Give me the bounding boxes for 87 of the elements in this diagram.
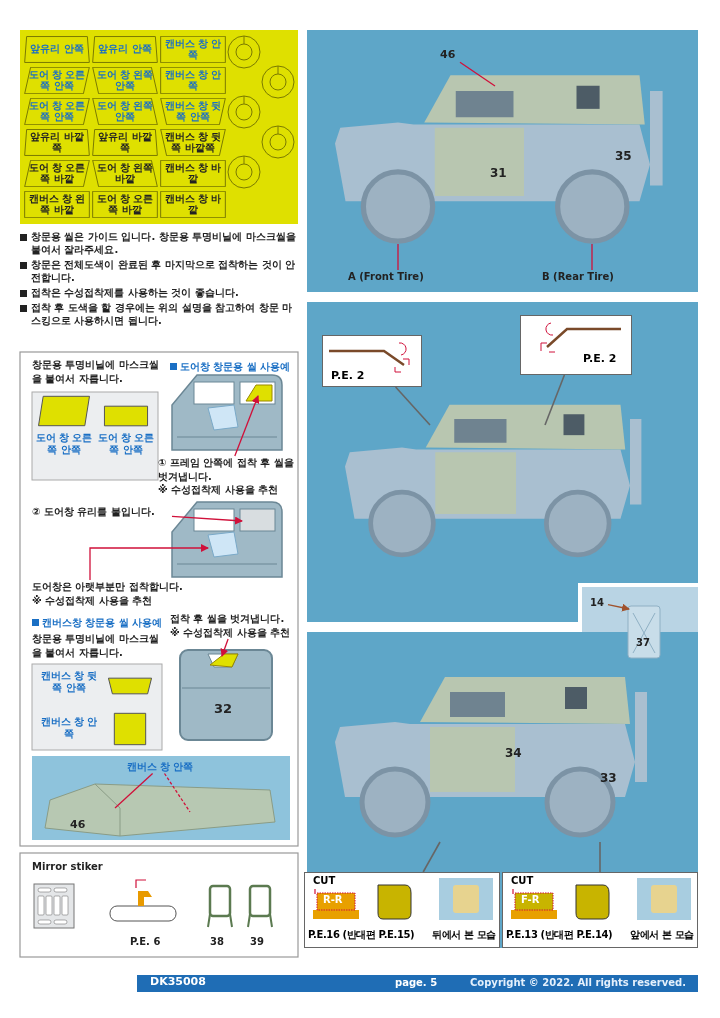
canvas-panel-drawing [179, 649, 273, 741]
mask-shape: 캔버스 창 안쪽 [160, 67, 226, 94]
part-number: P.E. 6 [130, 935, 162, 949]
mask-shape: 앞유리 바깥쪽 [24, 129, 90, 156]
canvas-top-photo-drawing [44, 783, 276, 837]
leader-line [591, 243, 593, 271]
callout-number: 37 [636, 636, 651, 650]
arrow [89, 544, 209, 581]
note-text: 창문은 전체도색이 완료된 후 마지막으로 접착하는 것이 안전합니다. [31, 258, 297, 284]
part-label: A (Front Tire) [348, 270, 448, 284]
instruction-text: 접착 후 씰을 벗겨냅니다. ※ 수성접착제 사용을 추천 [170, 612, 296, 639]
mask-shape: 캔버스 창 바깥 [160, 160, 226, 187]
door-frame-drawing [171, 501, 283, 578]
callout-number: 32 [214, 700, 234, 718]
instruction-text: ② 도어창 유리를 붙입니다. [32, 505, 172, 519]
mask-shape: 캔버스 창 안쪽 [160, 36, 226, 63]
instruction-text: 캔버스 창 안쪽 [120, 760, 200, 774]
instruction-text: 도어창은 아랫부분만 접착합니다. ※ 수성접착제 사용을 추천 [32, 580, 192, 607]
jerry-can-drawing [627, 605, 661, 659]
mask-piece: 캔버스 창 안쪽 [36, 710, 158, 748]
mask-shape: 도어 창 왼쪽 바깥 [92, 160, 158, 187]
note-text: 접착 후 도색을 할 경우에는 위의 설명을 참고하여 창문 마스킹으로 사용하시면 됩니다. [31, 301, 294, 327]
part-number: P.E. 2 [331, 369, 365, 382]
tire-mask-ring [227, 95, 261, 129]
leader-line [114, 772, 154, 809]
callout-number: 35 [615, 148, 633, 165]
part-number: P.E. 2 [583, 352, 617, 365]
cut-label: CUT [511, 875, 534, 886]
mask-shape: 캔버스 창 왼쪽 바깥 [24, 191, 90, 218]
part-number: 39 [250, 935, 265, 949]
instruction-text: 창문용 투명비닐에 마스크씰을 붙여서 자릅니다. [32, 358, 160, 385]
jeep-front-view-drawing [345, 404, 642, 558]
copyright-text: Copyright © 2022. All rights reserved. [470, 976, 687, 990]
instruction-text: ① 프레임 안쪽에 접착 후 씰을 벗겨냅니다. ※ 수성접착제 사용을 추천 [158, 456, 296, 497]
mask-shape: 도어 창 왼쪽 안쪽 [92, 67, 158, 94]
arrow [220, 638, 229, 657]
callout-number: 33 [600, 770, 618, 787]
note-text: 창문용 씰은 가이드 입니다. 창문용 투명비닐에 마스크씰을 붙여서 잘라주세요. [31, 230, 297, 256]
leader-line [163, 772, 191, 813]
part-number: 38 [210, 935, 225, 949]
view-caption: 앞에서 본 모습 [630, 928, 694, 942]
mask-shape: 도어 창 왼쪽 안쪽 [92, 98, 158, 125]
jeep-rear-view-drawing [335, 677, 647, 838]
mask-piece: 도어 창 오른쪽 안쪽 [96, 396, 156, 476]
leader-line [397, 243, 399, 271]
mask-shape: 캔버스 창 바깥 [160, 191, 226, 218]
arrow [607, 603, 630, 612]
part-code: R-R [323, 894, 343, 905]
door-frame-drawing [171, 374, 283, 451]
callout-number: 46 [70, 818, 87, 833]
jeep-side-view-drawing [335, 75, 663, 244]
part-number: P.E.16 (반대편 P.E.15) [308, 928, 415, 942]
section-heading: 캔버스창 창문용 씰 사용예 [42, 616, 164, 630]
cut-label: CUT [313, 875, 336, 886]
note-text: 접착은 수성접착제를 사용하는 것이 좋습니다. [31, 286, 240, 299]
callout-box [502, 872, 698, 948]
callout-number: 31 [490, 165, 508, 182]
panel-title: Mirror stiker [32, 860, 104, 874]
tire-mask-ring [261, 125, 295, 159]
page-number: page. 5 [395, 976, 439, 990]
callout-number: 46 [440, 48, 460, 63]
part-label: B (Rear Tire) [542, 270, 642, 284]
callout-box [304, 872, 500, 948]
mask-shape: 앞유리 안쪽 [24, 36, 90, 63]
callout-box [520, 315, 632, 375]
instruction-text: 창문용 투명비닐에 마스크씰을 붙여서 자릅니다. [32, 632, 160, 659]
leader-line [459, 61, 496, 87]
view-caption: 뒤에서 본 모습 [432, 928, 496, 942]
mask-shape: 도어 창 오른쪽 바깥 [24, 160, 90, 187]
mask-shape: 캔버스 창 뒷쪽 안쪽 [160, 98, 226, 125]
part-code: F-R [521, 894, 540, 905]
callout-number: 34 [505, 745, 523, 762]
mask-shape: 도어 창 오른쪽 바깥 [92, 191, 158, 218]
callout-box [322, 335, 422, 387]
callout-number: 14 [590, 596, 608, 610]
mask-shape: 캔버스 창 뒷쪽 바깥쪽 [160, 129, 226, 156]
product-code: DK35008 [150, 975, 207, 990]
tire-mask-ring [227, 35, 261, 69]
part-number: P.E.13 (반대편 P.E.14) [506, 928, 613, 942]
mask-shape: 도어 창 오른쪽 안쪽 [24, 67, 90, 94]
section-heading: 도어창 창문용 씰 사용예 [180, 360, 292, 374]
mask-piece: 캔버스 창 뒷쪽 안쪽 [36, 668, 158, 706]
mask-shape: 도어 창 오른쪽 안쪽 [24, 98, 90, 125]
tire-mask-ring [261, 65, 295, 99]
mask-shape: 앞유리 바깥쪽 [92, 129, 158, 156]
tire-mask-ring [227, 155, 261, 189]
mask-shape: 앞유리 안쪽 [92, 36, 158, 63]
